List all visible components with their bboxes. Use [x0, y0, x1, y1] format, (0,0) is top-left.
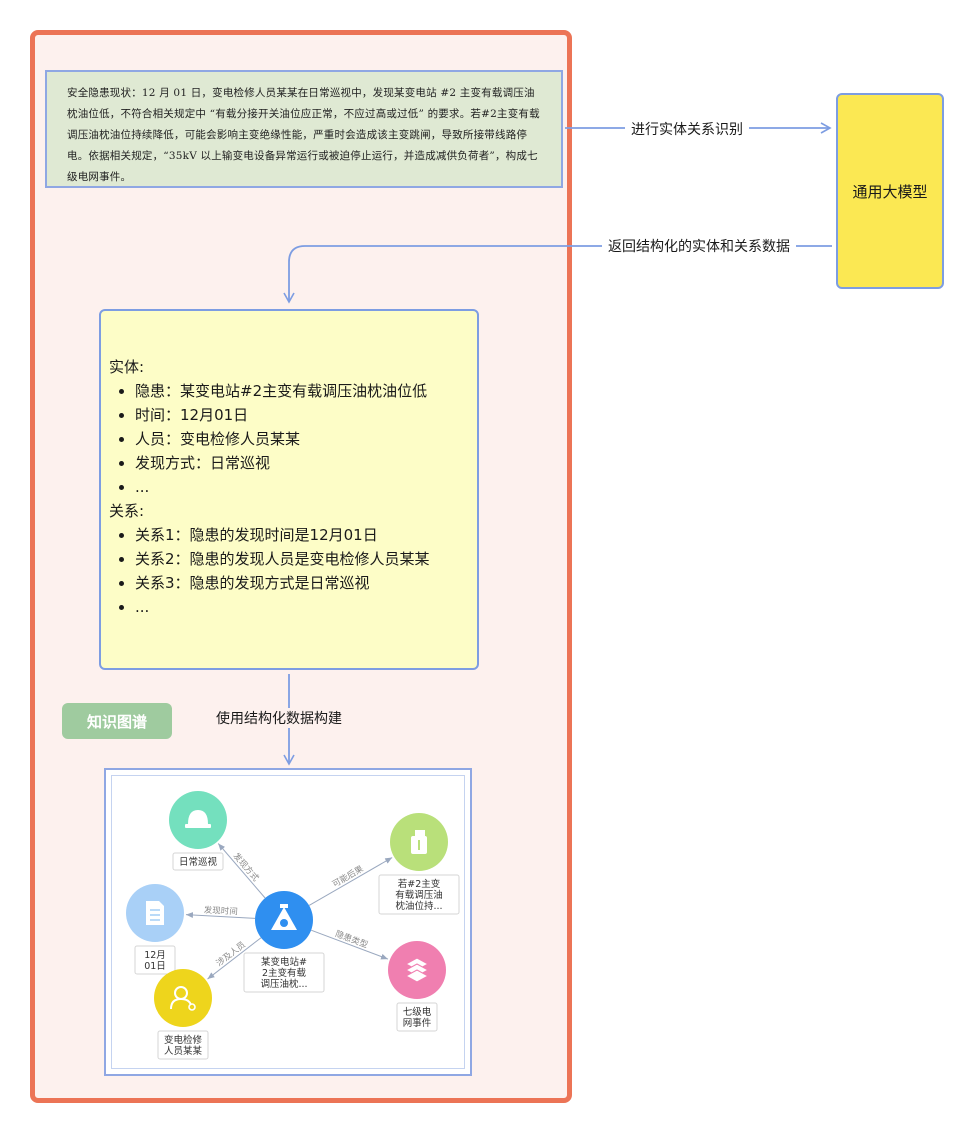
- entity-item: 时间：12月01日: [135, 403, 469, 427]
- recognize-label: 进行实体关系识别: [625, 119, 749, 139]
- graph-edge-label: 可能后果: [330, 863, 365, 890]
- return-label: 返回结构化的实体和关系数据: [602, 236, 796, 256]
- graph-node-label-date: 12月01日: [134, 945, 176, 975]
- source-text-box: 安全隐患现状：12 月 01 日，变电检修人员某某在日常巡视中，发现某变电站 #…: [45, 70, 563, 188]
- graph-edge-person: [207, 937, 262, 980]
- return-arrow: [283, 245, 832, 304]
- node-label-line: 调压油枕...: [260, 978, 307, 990]
- node-label-line: 01日: [144, 961, 166, 972]
- bottle-icon: [411, 830, 427, 854]
- knowledge-graph-panel: 发现方式发现时间涉及人员可能后果隐患类型某变电站#2主变有载调压油枕...日常巡…: [104, 768, 472, 1076]
- node-label-line: 2主变有载: [262, 967, 307, 979]
- relation-item: 关系1：隐患的发现时间是12月01日: [135, 523, 469, 547]
- hazard-icon: [271, 904, 297, 930]
- graph-edge-label: 发现方式: [231, 851, 262, 884]
- build-label: 使用结构化数据构建: [212, 708, 346, 728]
- node-label-line: 七级电: [403, 1006, 432, 1018]
- node-label-line: 12月: [144, 950, 166, 961]
- relation-item: 关系3：隐患的发现方式是日常巡视: [135, 571, 469, 595]
- graph-edge-event: [310, 929, 389, 960]
- node-label-line: 日常巡视: [179, 856, 218, 868]
- entity-item: 人员：变电检修人员某某: [135, 427, 469, 451]
- node-label-line: 枕油位持...: [395, 900, 442, 912]
- knowledge-graph: 发现方式发现时间涉及人员可能后果隐患类型某变电站#2主变有载调压油枕...日常巡…: [126, 791, 460, 1060]
- relations-title: 关系:: [109, 502, 145, 520]
- node-label-line: 变电检修: [164, 1034, 203, 1046]
- graph-node-label-consequence: 若#2主变有载调压油枕油位持...: [378, 874, 460, 915]
- graph-node-center-label: 某变电站#2主变有载调压油枕...: [243, 952, 325, 993]
- entity-item: ...: [135, 475, 469, 499]
- node-label-line: 有载调压油: [395, 889, 443, 901]
- layers-icon: [404, 957, 430, 983]
- relation-list: 关系1：隐患的发现时间是12月01日 关系2：隐患的发现人员是变电检修人员某某 …: [109, 523, 469, 619]
- entity-item: 隐患：某变电站#2主变有载调压油枕油位低: [135, 379, 469, 403]
- user-icon: [170, 986, 196, 1011]
- graph-edge-consequence: [308, 857, 393, 906]
- extraction-result-box: 实体: 隐患：某变电站#2主变有载调压油枕油位低 时间：12月01日 人员：变电…: [99, 309, 479, 670]
- graph-edge-label: 隐患类型: [334, 928, 370, 950]
- entities-title: 实体:: [109, 358, 145, 376]
- relation-item: 关系2：隐患的发现人员是变电检修人员某某: [135, 547, 469, 571]
- document-icon: [146, 901, 164, 925]
- entity-item: 发现方式：日常巡视: [135, 451, 469, 475]
- knowledge-graph-tag: 知识图谱: [62, 703, 172, 739]
- graph-edge-label: 涉及人员: [214, 939, 248, 968]
- graph-node-label-patrol: 日常巡视: [172, 852, 224, 871]
- general-llm-box: 通用大模型: [836, 93, 944, 289]
- node-label-line: 若#2主变: [398, 878, 441, 890]
- node-label-line: 某变电站#: [261, 956, 307, 968]
- node-label-line: 人员某某: [164, 1046, 203, 1057]
- graph-edge-patrol: [217, 843, 266, 899]
- helmet-icon: [185, 810, 211, 828]
- node-label-line: 网事件: [403, 1017, 432, 1029]
- graph-edge-label: 发现时间: [204, 905, 239, 918]
- graph-node-label-event: 七级电网事件: [396, 1002, 438, 1032]
- graph-edge-date: [185, 912, 256, 919]
- knowledge-graph-inner-border: [111, 775, 465, 1069]
- graph-node-label-person: 变电检修人员某某: [157, 1030, 209, 1060]
- entity-list: 隐患：某变电站#2主变有载调压油枕油位低 时间：12月01日 人员：变电检修人员…: [109, 379, 469, 499]
- relation-item: ...: [135, 595, 469, 619]
